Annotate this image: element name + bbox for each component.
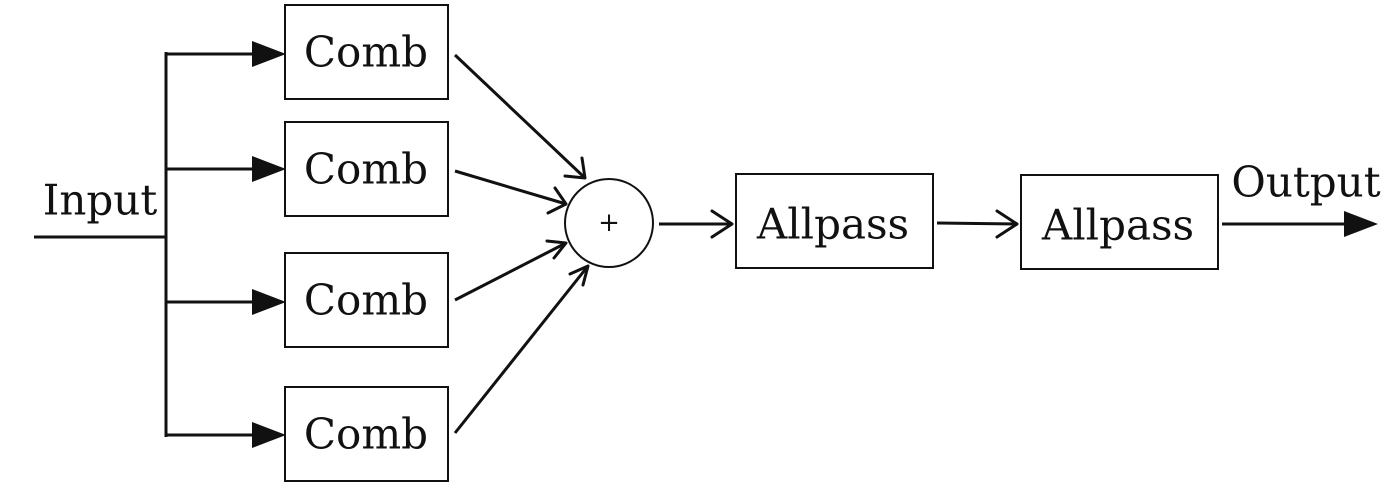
allpass-label: Allpass	[756, 200, 909, 249]
comb-label: Comb	[304, 276, 428, 325]
comb-filter-3: Comb	[284, 252, 449, 348]
comb-to-sum-arrow-2	[546, 186, 568, 215]
input-label: Input	[43, 176, 158, 225]
comb-to-sum-arrow-3	[545, 239, 568, 260]
comb-filter-2: Comb	[284, 121, 449, 217]
comb-label: Comb	[304, 28, 428, 77]
branch-arrow-1	[252, 41, 286, 67]
allpass-filter-1: Allpass	[735, 173, 934, 269]
plus-symbol: +	[598, 208, 620, 238]
comb-label: Comb	[304, 145, 428, 194]
comb-to-sum-arrow-4	[568, 264, 590, 287]
comb-to-sum-line-2	[454, 169, 567, 206]
output-arrow	[1344, 211, 1378, 237]
comb-to-sum-arrow-1	[563, 156, 587, 180]
allpass-to-allpass-line	[936, 221, 1018, 226]
sum-to-allpass-arrow	[710, 209, 734, 239]
output-label: Output	[1231, 158, 1380, 207]
allpass-to-allpass-arrow	[995, 209, 1019, 239]
comb-to-sum-line-3	[454, 241, 567, 302]
branch-arrow-4	[252, 422, 286, 448]
allpass-filter-2: Allpass	[1020, 174, 1219, 270]
comb-to-sum-line-4	[453, 265, 590, 434]
allpass-label: Allpass	[1041, 201, 1194, 250]
summing-node: +	[564, 178, 654, 268]
comb-filter-4: Comb	[284, 386, 449, 482]
branch-arrow-2	[252, 156, 286, 182]
branch-arrow-3	[252, 289, 286, 315]
comb-filter-1: Comb	[284, 4, 449, 100]
comb-label: Comb	[304, 410, 428, 459]
comb-to-sum-line-1	[453, 53, 587, 180]
